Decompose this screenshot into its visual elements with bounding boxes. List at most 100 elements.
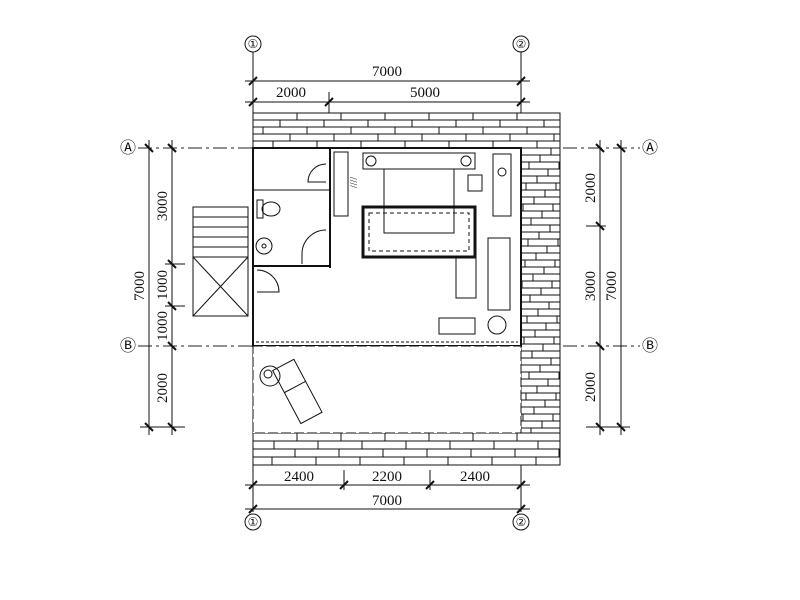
brick [547,168,561,177]
brick [555,392,561,401]
brick [520,231,540,240]
brick [252,456,273,466]
brick [252,440,275,450]
grid-bubble-b-left: Ⓑ [120,337,136,355]
grid-bubble-a-left: Ⓐ [120,139,136,157]
brick [367,119,413,128]
dim-top-left: 2000 [276,85,306,101]
brick [528,161,560,170]
brick [520,238,529,247]
brick [544,189,561,198]
brick [520,364,541,373]
brick [520,378,549,387]
brick [558,371,561,380]
brick [557,238,561,247]
dim-bottom-mid: 2200 [372,469,402,485]
brick [520,420,543,429]
brick [252,133,291,142]
dim-top-right: 5000 [410,85,440,101]
left-dimensions: 3000 1000 1000 2000 7000 [132,140,185,435]
svg-text:②: ② [516,515,527,529]
brick [394,126,440,135]
dim-top-total: 7000 [372,64,402,80]
brick [521,280,553,289]
brick [544,399,561,408]
brick [289,133,335,142]
brick [550,357,561,366]
brick [520,196,535,205]
brick [540,287,561,296]
brick [520,245,548,254]
brick [520,252,537,261]
svg-text:Ⓐ: Ⓐ [120,139,136,157]
brick [273,440,319,450]
brick [534,329,561,338]
brick [361,440,407,450]
brick [359,456,405,466]
brick [522,413,554,422]
brick [316,140,362,149]
rug [361,205,477,259]
lounge-chair [271,358,323,425]
brick [541,210,561,219]
svg-text:Ⓑ: Ⓑ [642,337,658,355]
brick [524,259,556,268]
brick-paving [252,112,561,466]
brick [252,119,281,128]
brick [252,432,298,442]
brick [533,196,561,205]
svg-text:////: //// [349,177,360,188]
dim-left-3000: 3000 [155,191,171,221]
brick [520,392,527,401]
brick [472,432,518,442]
brick [553,336,561,345]
brick [546,245,561,254]
brick [520,273,534,282]
brick [404,140,450,149]
brick [553,133,561,142]
dim-bottom-left: 2400 [284,469,314,485]
brick [552,203,561,212]
brick [556,315,561,324]
svg-text:Ⓐ: Ⓐ [642,139,658,157]
svg-text:②: ② [516,37,527,51]
bottom-dimensions: 2400 2200 2400 7000 [245,469,530,514]
brick [533,406,561,415]
brick [338,448,384,458]
brick [315,456,361,466]
brick [384,112,430,121]
brick [555,182,561,191]
desk-chair [467,174,483,192]
brick [520,322,547,331]
brick [271,456,317,466]
brick [262,126,308,135]
brick [296,432,342,442]
grid-bubble-1-top: ① [244,35,262,53]
right-dimensions: 2000 3000 2000 7000 [583,140,630,435]
brick [520,175,538,184]
tv-cabinet [438,317,476,335]
brick [541,420,561,429]
brick [520,266,545,275]
brick [426,448,472,458]
brick [538,231,561,240]
brick [279,119,325,128]
brick [340,112,386,121]
brick [350,126,396,135]
brick [377,133,423,142]
brick [272,140,318,149]
brick [448,140,494,149]
brick [520,350,533,359]
brick [520,224,551,233]
brick [520,371,530,380]
brick [382,448,428,458]
brick [539,364,561,373]
brick [482,126,528,135]
bathroom-door [301,229,327,264]
brick [252,448,296,458]
brick [558,448,561,458]
brick [545,322,561,331]
brick [520,385,538,394]
brick [493,440,539,450]
brick [470,448,516,458]
